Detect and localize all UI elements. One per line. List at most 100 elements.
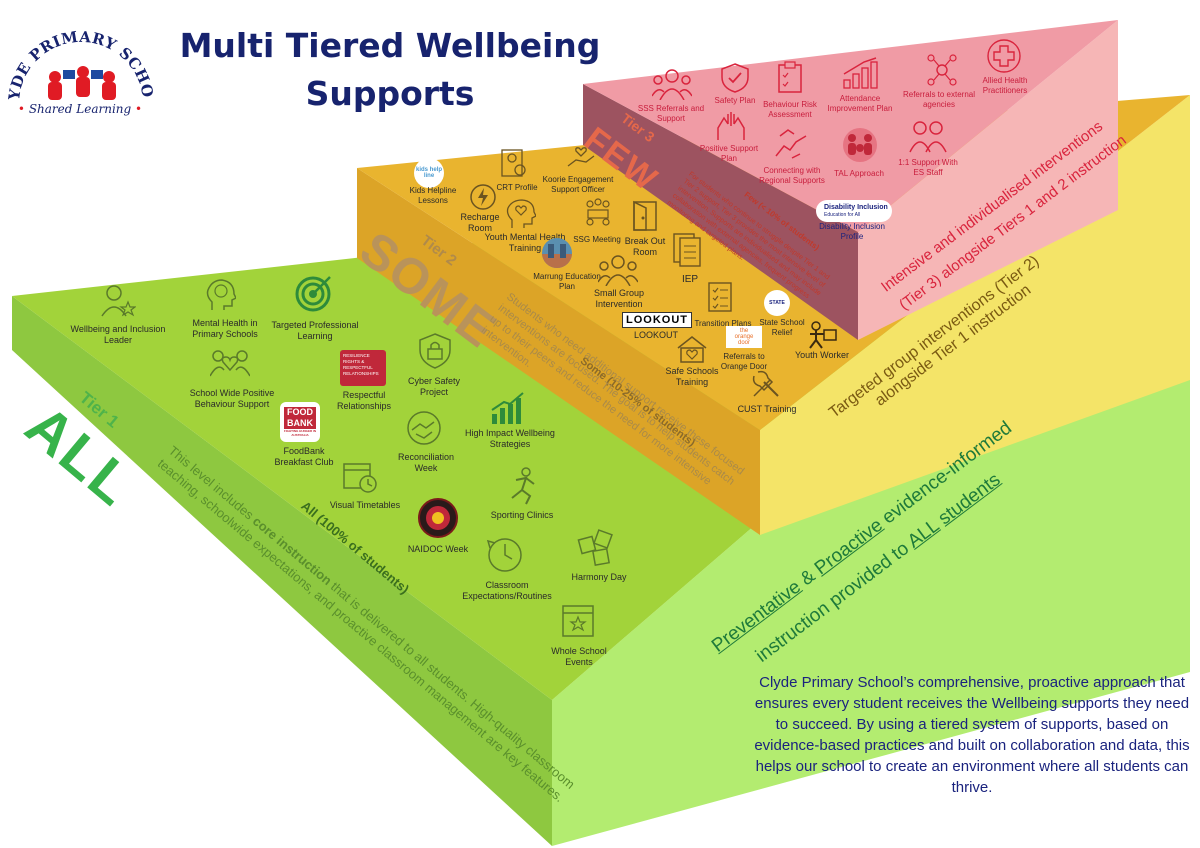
health-cross-icon [986, 38, 1022, 79]
item-kids-helpline: Kids Helpline Lessons [409, 186, 457, 205]
clock-arrow-icon [486, 536, 524, 579]
item-mental-health-primary: Mental Health in Primary Schools [192, 318, 258, 339]
school-logo: CLYDE PRIMARY SCHOOL • Shared Learning • [0, 8, 156, 122]
foodbank-logo-line1: FOOD [284, 407, 316, 418]
puzzle-pieces-icon [576, 528, 616, 573]
title-line-2: Supports [305, 74, 475, 113]
state-school-relief-logo: STATE [764, 290, 790, 316]
item-allied-health: Allied Health Practitioners [982, 76, 1028, 95]
item-foodbank-breakfast-club: FoodBank Breakfast Club [274, 446, 334, 467]
profile-search-icon [500, 148, 528, 183]
item-lookout: LOOKOUT [633, 330, 678, 340]
bar-growth-icon [842, 56, 880, 95]
item-attendance-improvement-plan: Attendance Improvement Plan [827, 94, 893, 113]
small-group-icon [597, 254, 639, 291]
item-sss-referrals: SSS Referrals and Support [637, 104, 705, 123]
item-reconciliation-week: Reconciliation Week [397, 452, 455, 473]
group-icon [651, 68, 693, 105]
calendar-clock-icon [342, 458, 378, 499]
item-tal-approach: TAL Approach [834, 169, 884, 178]
item-sporting-clinics: Sporting Clinics [490, 510, 554, 520]
disability-inclusion-logo-line2: Education for All [824, 212, 861, 218]
one-to-one-icon [908, 120, 948, 159]
item-connecting-regional-supports: Connecting with Regional Supports [759, 166, 825, 185]
orange-door-logo-line3: door [737, 340, 750, 346]
runner-icon [504, 466, 540, 511]
item-youth-worker: Youth Worker [794, 350, 850, 360]
checklist-icon [706, 280, 736, 319]
item-marrung-education-plan: Marrung Education Plan [533, 272, 601, 291]
tier2-front-face [357, 168, 760, 535]
lookout-logo-text: LOOKOUT [626, 314, 688, 326]
item-iep: IEP [681, 274, 699, 285]
brain-head-icon [204, 278, 238, 317]
school-logo-graphic: CLYDE PRIMARY SCHOOL [0, 8, 156, 102]
item-visual-timetables: Visual Timetables [329, 500, 401, 510]
tier1-front-face [12, 296, 552, 846]
hand-heart-icon [566, 146, 596, 175]
item-crt-profile: CRT Profile [496, 183, 538, 192]
calendar-star-icon [560, 600, 596, 643]
lookout-logo: LOOKOUT [622, 312, 692, 328]
foodbank-logo-sub: FIGHTING HUNGER IN AUSTRALIA [284, 429, 316, 437]
disability-inclusion-logo: Disability Inclusion Education for All [816, 200, 892, 222]
item-wellbeing-inclusion-leader: Wellbeing and Inclusion Leader [70, 324, 166, 345]
item-school-wide-pbs: School Wide Positive Behaviour Support [189, 388, 275, 409]
head-heart-icon [506, 198, 537, 235]
item-naidoc-week: NAIDOC Week [407, 544, 469, 554]
kids-helpline-logo: kids help line [414, 158, 444, 188]
kids-helpline-logo-text: kids help line [415, 167, 442, 179]
door-icon [630, 200, 660, 237]
item-positive-support-plan: Positive Support Plan [699, 144, 759, 163]
item-safety-plan: Safety Plan [714, 96, 756, 105]
tier3-front-face [583, 84, 858, 340]
item-youth-mental-health: Youth Mental Health Training [484, 232, 566, 253]
item-recharge-room: Recharge Room [460, 212, 500, 233]
person-star-icon [100, 284, 137, 323]
item-referrals-external-agencies: Referrals to external agencies [902, 90, 976, 109]
page-title: Multi Tiered Wellbeing Supports [170, 22, 610, 118]
orange-door-logo: the orange door [726, 326, 762, 348]
school-heart-icon [676, 334, 708, 369]
item-small-group-intervention: Small Group Intervention [593, 288, 645, 309]
orange-door-logo-line1: the [739, 328, 749, 334]
logo-motto-line: • Shared Learning • [5, 102, 155, 116]
disability-inclusion-logo-line1: Disability Inclusion [824, 204, 888, 211]
logo-bullet-left: • [17, 102, 25, 116]
logo-motto: Shared Learning [28, 102, 132, 116]
item-safe-schools-training: Safe Schools Training [665, 366, 719, 387]
item-transition-plans: Transition Plans [694, 319, 752, 328]
tal-team-icon [840, 126, 880, 169]
item-koorie-engagement: Koorie Engagement Support Officer [542, 175, 614, 194]
item-cust-training: CUST Training [737, 404, 797, 414]
item-harmony-day: Harmony Day [571, 572, 627, 582]
title-line-1: Multi Tiered Wellbeing [179, 26, 601, 65]
item-respectful-relationships: Respectful Relationships [336, 390, 392, 411]
foodbank-logo: FOOD BANK FIGHTING HUNGER IN AUSTRALIA [280, 402, 320, 442]
item-whole-school-events: Whole School Events [551, 646, 607, 667]
documents-icon [672, 232, 702, 273]
people-heart-icon [209, 346, 251, 383]
group-meeting-icon [582, 196, 614, 233]
foodbank-logo-line2: BANK [284, 418, 316, 429]
youth-worker-icon [806, 320, 838, 355]
respectful-relationships-logo-text: RESILIENCE RIGHTS & RESPECTFUL RELATIONS… [343, 353, 379, 376]
recharge-icon [468, 182, 498, 217]
orange-door-logo-line2: orange [734, 334, 754, 340]
item-high-impact-wellbeing: High Impact Wellbeing Strategies [465, 428, 555, 449]
item-disability-inclusion-profile: Disability Inclusion Profile [819, 222, 885, 241]
shield-lock-icon [418, 332, 452, 375]
tools-icon [750, 368, 782, 405]
item-targeted-professional-learning: Targeted Professional Learning [271, 320, 359, 341]
logo-bullet-right: • [135, 102, 143, 116]
hands-support-icon [714, 108, 748, 147]
connect-hands-icon [774, 126, 808, 165]
item-referrals-orange-door: Referrals to Orange Door [720, 352, 768, 371]
tier3-top-face [583, 20, 1118, 232]
naidoc-logo [418, 498, 458, 538]
shield-check-icon [720, 62, 750, 99]
item-ssg-meeting: SSG Meeting [573, 235, 621, 244]
clipboard-check-icon [776, 60, 804, 99]
